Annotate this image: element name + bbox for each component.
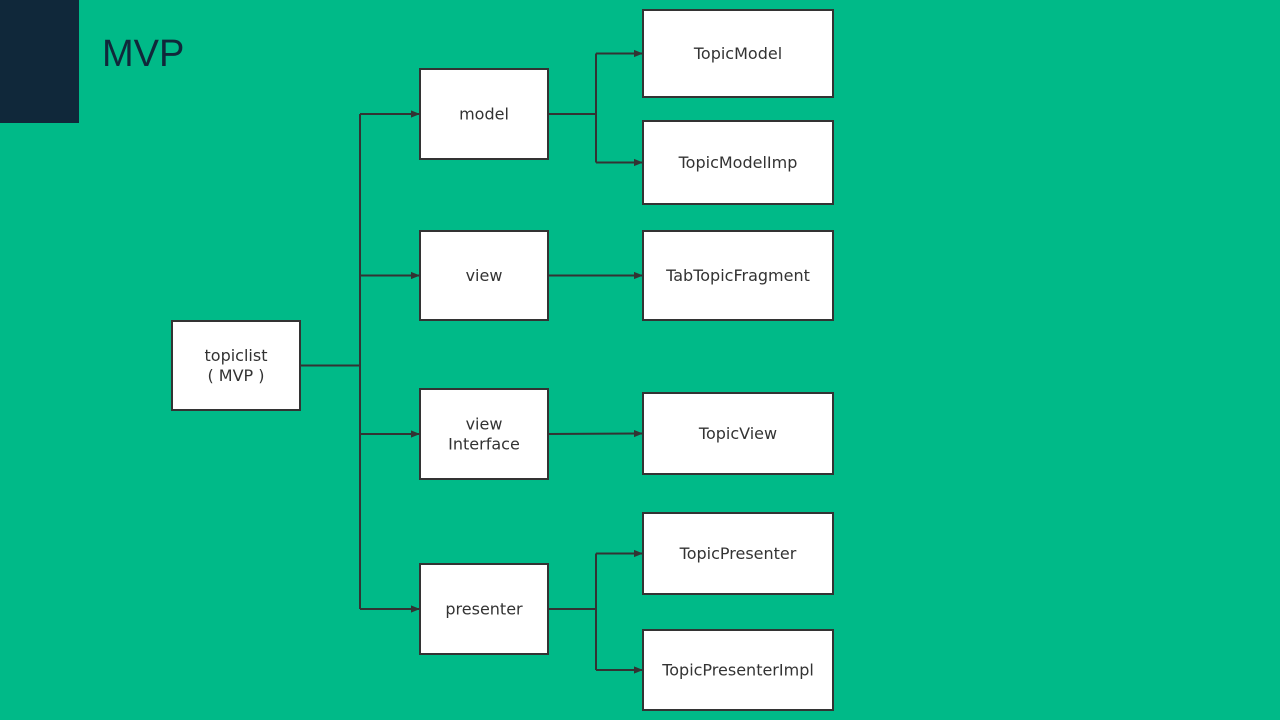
node-label-topic-presenter: TopicPresenter [679, 544, 797, 563]
node-box-topic-model [642, 9, 834, 98]
edge-view-interface-to-topic-view [547, 429, 644, 438]
node-label-tab-topic-fragment: TabTopicFragment [665, 266, 810, 285]
slide-title: MVP [102, 33, 185, 75]
node-tab-topic-fragment: TabTopicFragment [642, 230, 834, 321]
node-box-model [419, 68, 549, 160]
node-topic-model: TopicModel [642, 9, 834, 98]
node-topic-presenter-impl: TopicPresenterImpl [642, 629, 834, 711]
node-label-model: model [459, 105, 509, 124]
node-box-topiclist [171, 320, 301, 411]
node-box-topic-view [642, 392, 834, 475]
node-presenter: presenter [419, 563, 549, 655]
node-box-tab-topic-fragment [642, 230, 834, 321]
node-box-view [419, 230, 549, 321]
node-label-topic-model: TopicModel [693, 44, 782, 63]
corner-accent-block [0, 0, 79, 123]
node-box-presenter [419, 563, 549, 655]
node-topic-model-imp: TopicModelImp [642, 120, 834, 205]
node-box-topic-presenter [642, 512, 834, 595]
node-topic-view: TopicView [642, 392, 834, 475]
node-topic-presenter: TopicPresenter [642, 512, 834, 595]
node-box-view-interface [419, 388, 549, 480]
node-label-topic-presenter-impl: TopicPresenterImpl [661, 661, 814, 680]
node-model: model [419, 68, 549, 160]
node-label-presenter: presenter [445, 600, 523, 619]
node-label-topic-view: TopicView [698, 424, 777, 443]
node-view: view [419, 230, 549, 321]
node-label-view-interface: view [466, 415, 503, 434]
node-label-topiclist: ( MVP ) [207, 366, 264, 385]
diagram-nodes: topiclist( MVP ) model TopicModelTopicMode… [171, 9, 834, 711]
node-label-topiclist: topiclist [205, 346, 268, 365]
connector-lines [300, 49, 644, 674]
node-label-topic-model-imp: TopicModelImp [678, 153, 798, 172]
node-label-view: view [466, 266, 503, 285]
node-box-topic-presenter-impl [642, 629, 834, 711]
node-label-view-interface: Interface [448, 435, 520, 454]
node-topiclist: topiclist( MVP ) [171, 320, 301, 411]
node-box-topic-model-imp [642, 120, 834, 205]
